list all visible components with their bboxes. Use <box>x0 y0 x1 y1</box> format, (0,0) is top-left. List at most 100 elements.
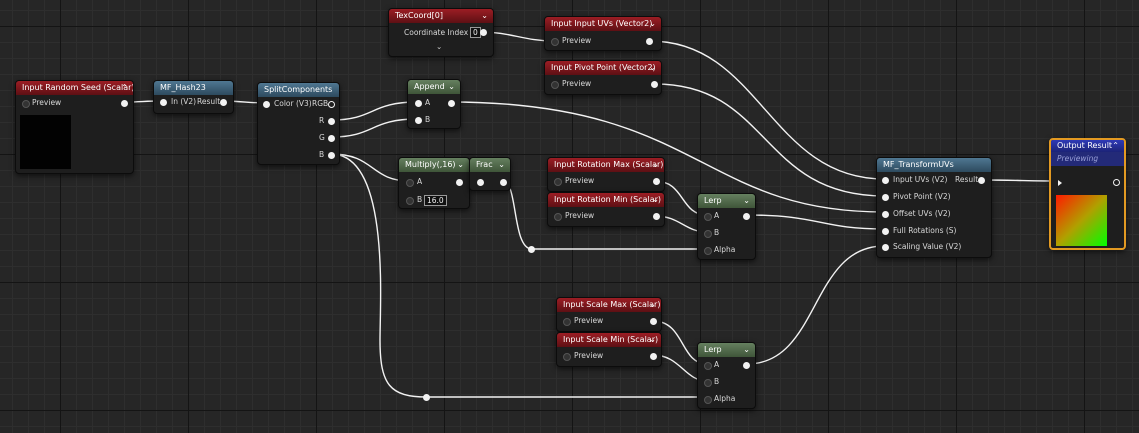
node-lerp-scale[interactable]: Lerp⌄ A B Alpha <box>697 342 756 409</box>
output-pin-g[interactable] <box>328 135 335 142</box>
collapse-chevron-icon[interactable]: ⌃ <box>121 83 128 92</box>
output-pin[interactable] <box>448 100 455 107</box>
input-pin-a[interactable] <box>704 362 712 370</box>
collapse-chevron-icon[interactable]: ⌄ <box>743 196 750 205</box>
node-header[interactable]: TexCoord[0]⌄ <box>389 9 493 23</box>
node-mf-hash23[interactable]: MF_Hash23 In (V2) Result <box>153 80 234 114</box>
node-input-pivot-point[interactable]: Input Pivot Point (Vector2)⌄ Preview <box>544 60 662 95</box>
node-header[interactable]: Input Rotation Max (Scalar)⌄ <box>548 158 664 172</box>
reroute-knot-scale-alpha[interactable] <box>423 394 430 401</box>
node-append[interactable]: Append⌄ A B <box>407 79 461 129</box>
input-pin-pivot[interactable] <box>882 194 889 201</box>
node-header[interactable]: SplitComponents <box>258 83 339 97</box>
collapse-chevron-icon[interactable]: ⌄ <box>481 11 488 20</box>
node-header[interactable]: Output Result⌃ <box>1051 140 1124 152</box>
node-frac[interactable]: Frac⌄ <box>469 157 511 191</box>
output-pin-b[interactable] <box>328 152 335 159</box>
input-pin-b[interactable] <box>704 379 712 387</box>
output-pin[interactable] <box>1113 179 1120 186</box>
preview-pin[interactable] <box>551 81 559 89</box>
input-pin-offset[interactable] <box>882 211 889 218</box>
collapse-chevron-icon[interactable]: ⌄ <box>652 195 659 204</box>
node-header[interactable]: MF_Hash23 <box>154 81 233 95</box>
node-input-scale-min[interactable]: Input Scale Min (Scalar)⌄ Preview <box>556 332 662 367</box>
collapse-chevron-icon[interactable]: ⌄ <box>457 160 464 169</box>
node-texcoord[interactable]: TexCoord[0]⌄ Coordinate Index 0 ⌄ <box>388 8 494 57</box>
collapse-chevron-icon[interactable]: ⌄ <box>498 160 505 169</box>
output-pin[interactable] <box>456 179 463 186</box>
node-input-random-seed[interactable]: Input Random Seed (Scalar)⌃ Preview <box>15 80 134 174</box>
output-pin[interactable] <box>743 213 750 220</box>
output-pin[interactable] <box>220 99 227 106</box>
node-title: Input Rotation Max (Scalar) <box>554 160 664 169</box>
output-pin[interactable] <box>653 178 660 185</box>
collapse-chevron-icon[interactable]: ⌄ <box>649 335 656 344</box>
output-pin[interactable] <box>650 353 657 360</box>
node-output-result[interactable]: Output Result⌃ Previewing <box>1049 138 1126 250</box>
node-header[interactable]: Lerp⌄ <box>698 194 755 208</box>
output-pin[interactable] <box>480 29 487 36</box>
node-lerp-rotation[interactable]: Lerp⌄ A B Alpha <box>697 193 756 260</box>
node-header[interactable]: Input Scale Max (Scalar)⌄ <box>557 298 661 312</box>
collapse-chevron-icon[interactable]: ⌃ <box>1112 141 1119 150</box>
preview-pin[interactable] <box>22 100 30 108</box>
node-header[interactable]: Frac⌄ <box>470 158 510 172</box>
node-mf-transform-uvs[interactable]: MF_TransformUVs Input UVs (V2) Result Pi… <box>876 157 992 258</box>
node-header[interactable]: Lerp⌄ <box>698 343 755 357</box>
output-pin[interactable] <box>653 213 660 220</box>
input-pin-b[interactable] <box>406 197 414 205</box>
preview-pin[interactable] <box>551 38 559 46</box>
output-pin[interactable] <box>651 81 658 88</box>
collapse-chevron-icon[interactable]: ⌄ <box>649 300 656 309</box>
node-header[interactable]: Multiply(,16)⌄ <box>399 158 469 172</box>
node-split-components[interactable]: SplitComponents Color (V3) RGB R G B <box>257 82 340 165</box>
preview-pin[interactable] <box>554 178 562 186</box>
input-pin-a[interactable] <box>406 179 414 187</box>
input-pin-scaling[interactable] <box>882 244 889 251</box>
node-header[interactable]: Input Rotation Min (Scalar)⌄ <box>548 193 664 207</box>
node-header[interactable]: Append⌄ <box>408 80 460 94</box>
node-title: SplitComponents <box>264 85 333 94</box>
input-pin-b[interactable] <box>704 230 712 238</box>
input-pin-a[interactable] <box>704 213 712 221</box>
output-pin[interactable] <box>121 100 128 107</box>
node-multiply[interactable]: Multiply(,16)⌄ A B 16.0 <box>398 157 470 209</box>
collapse-chevron-icon[interactable]: ⌄ <box>649 63 656 72</box>
collapse-chevron-icon[interactable]: ⌄ <box>743 345 750 354</box>
collapse-chevron-icon[interactable]: ⌄ <box>652 160 659 169</box>
input-pin[interactable] <box>160 99 167 106</box>
input-pin[interactable] <box>477 179 484 186</box>
input-pin[interactable] <box>263 101 270 108</box>
input-pin-a[interactable] <box>415 100 422 107</box>
output-pin[interactable] <box>650 318 657 325</box>
node-header[interactable]: Input Scale Min (Scalar)⌄ <box>557 333 661 347</box>
node-input-rotation-max[interactable]: Input Rotation Max (Scalar)⌄ Preview <box>547 157 665 192</box>
collapse-chevron-icon[interactable]: ⌄ <box>448 82 455 91</box>
node-input-rotation-min[interactable]: Input Rotation Min (Scalar)⌄ Preview <box>547 192 665 227</box>
node-header[interactable]: Input Input UVs (Vector2)⌄ <box>545 17 661 31</box>
input-pin-alpha[interactable] <box>704 247 712 255</box>
node-header[interactable]: Input Random Seed (Scalar)⌃ <box>16 81 133 95</box>
node-input-uvs[interactable]: Input Input UVs (Vector2)⌄ Preview <box>544 16 662 51</box>
reroute-knot-alpha[interactable] <box>528 246 535 253</box>
b-value-field[interactable]: 16.0 <box>424 195 447 206</box>
preview-pin[interactable] <box>563 353 571 361</box>
input-pin-uvs[interactable] <box>882 177 889 184</box>
expand-chevron-icon[interactable]: ⌄ <box>436 42 443 51</box>
output-pin[interactable] <box>743 362 750 369</box>
input-pin[interactable] <box>1058 180 1062 186</box>
preview-pin[interactable] <box>554 213 562 221</box>
input-pin-alpha[interactable] <box>704 396 712 404</box>
output-pin[interactable] <box>646 38 653 45</box>
node-input-scale-max[interactable]: Input Scale Max (Scalar)⌄ Preview <box>556 297 662 332</box>
output-pin-r[interactable] <box>328 118 335 125</box>
output-pin-rgb[interactable] <box>328 101 335 108</box>
preview-pin[interactable] <box>563 318 571 326</box>
output-pin[interactable] <box>500 179 507 186</box>
input-pin-b[interactable] <box>415 117 422 124</box>
collapse-chevron-icon[interactable]: ⌄ <box>649 19 656 28</box>
output-pin[interactable] <box>978 177 985 184</box>
node-header[interactable]: Input Pivot Point (Vector2)⌄ <box>545 61 661 75</box>
node-header[interactable]: MF_TransformUVs <box>877 158 991 172</box>
input-pin-rotations[interactable] <box>882 228 889 235</box>
